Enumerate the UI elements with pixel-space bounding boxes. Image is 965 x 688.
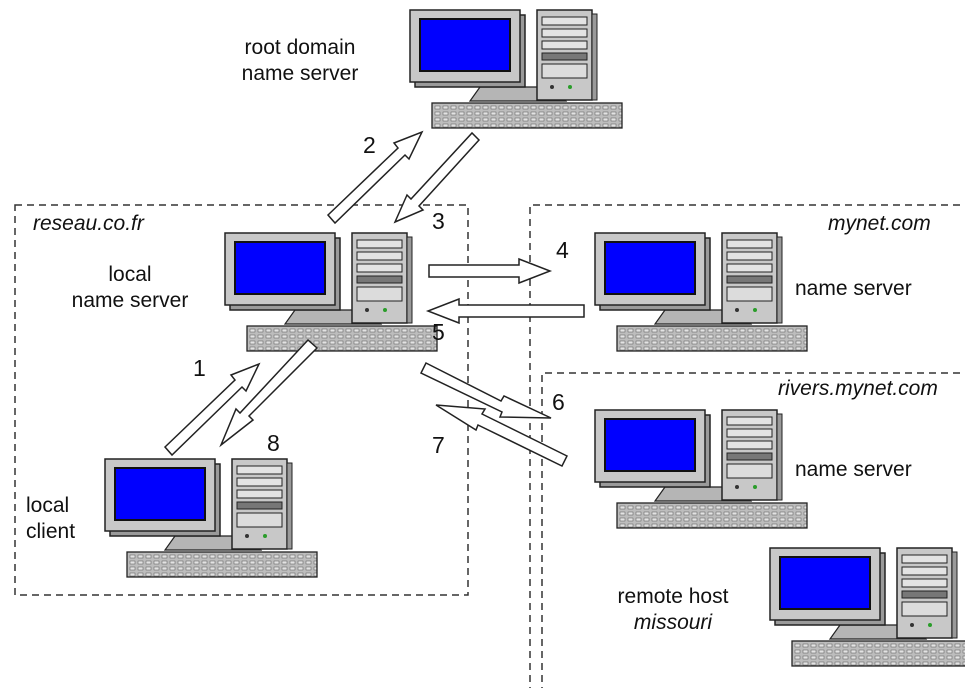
remote-host-label-line2: missouri xyxy=(633,611,713,634)
domain-label-rivers: rivers.mynet.com xyxy=(778,377,938,400)
local-name-server-computer xyxy=(224,232,438,352)
arrow-step-1 xyxy=(163,362,261,457)
step-number-6: 6 xyxy=(552,389,565,415)
step-number-7: 7 xyxy=(432,432,445,458)
mynet-name-server-label: name server xyxy=(795,277,912,300)
local-name-server-label-line2: name server xyxy=(71,289,189,312)
rivers-name-server-computer xyxy=(594,409,808,529)
local-client-label: local client xyxy=(26,493,75,545)
local-client-label-line2: client xyxy=(26,520,76,543)
remote-host-label-line1: remote host xyxy=(617,585,729,608)
domain-label-mynet: mynet.com xyxy=(828,212,931,235)
arrow-step-8 xyxy=(219,338,319,448)
step-number-5: 5 xyxy=(432,319,445,345)
remote-host-computer xyxy=(769,547,965,667)
local-name-server-label-line1: local xyxy=(108,263,152,286)
arrow-step-4 xyxy=(428,257,553,285)
arrow-step-5 xyxy=(425,297,585,325)
domain-box-rivers xyxy=(541,372,960,688)
root-server-label-line1: root domain xyxy=(244,36,356,59)
mynet-name-server-computer xyxy=(594,232,808,352)
local-client-label-line1: local xyxy=(26,494,70,517)
local-name-server-label: local name server xyxy=(45,262,215,314)
domain-box-reseau xyxy=(14,204,469,596)
domain-label-reseau: reseau.co.fr xyxy=(33,212,144,235)
step-number-4: 4 xyxy=(556,237,569,263)
arrow-step-2 xyxy=(326,130,424,225)
arrow-step-7 xyxy=(435,404,569,467)
step-number-1: 1 xyxy=(193,355,206,381)
local-client-computer xyxy=(104,458,318,578)
root-server-computer xyxy=(409,9,623,129)
root-server-label-line2: name server xyxy=(241,62,359,85)
root-server-label: root domain name server xyxy=(210,35,390,87)
step-number-3: 3 xyxy=(432,208,445,234)
step-number-2: 2 xyxy=(363,132,376,158)
remote-host-label: remote host missouri xyxy=(588,584,758,636)
rivers-name-server-label: name server xyxy=(795,458,912,481)
arrow-step-3 xyxy=(393,131,481,224)
arrow-step-6 xyxy=(419,361,552,419)
step-number-8: 8 xyxy=(267,430,280,456)
